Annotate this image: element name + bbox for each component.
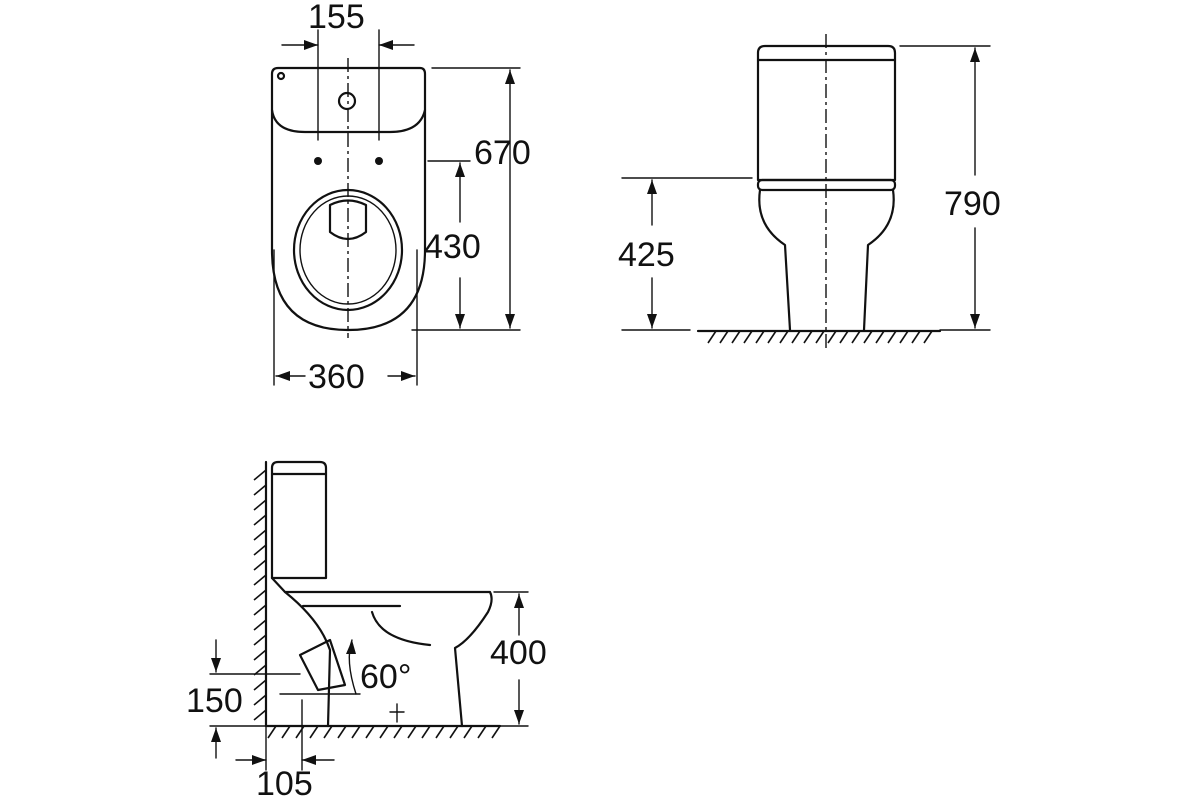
dim-670-label: 670 [474,134,531,172]
top-view-bowl [270,108,427,332]
dim-430-label: 430 [424,228,481,266]
top-view: 155 360 670 430 [270,0,531,396]
top-view-tank [270,66,427,134]
dim-105-label: 105 [256,765,313,800]
dim-790-label: 790 [944,185,1001,223]
side-view: 60° 400 150 105 [186,460,547,800]
dim-360-label: 360 [308,358,365,396]
front-view-tank [756,44,897,182]
front-view-bowl [758,188,895,332]
dim-60-label: 60° [360,658,411,696]
front-view: 790 425 [618,34,1001,348]
dim-425-label: 425 [618,236,675,274]
dim-150-label: 150 [186,682,243,720]
side-view-bowl [270,576,493,728]
flush-button [337,91,357,111]
dim-155-label: 155 [308,0,365,36]
dim-400-label: 400 [490,634,547,672]
side-view-tank [270,460,328,580]
